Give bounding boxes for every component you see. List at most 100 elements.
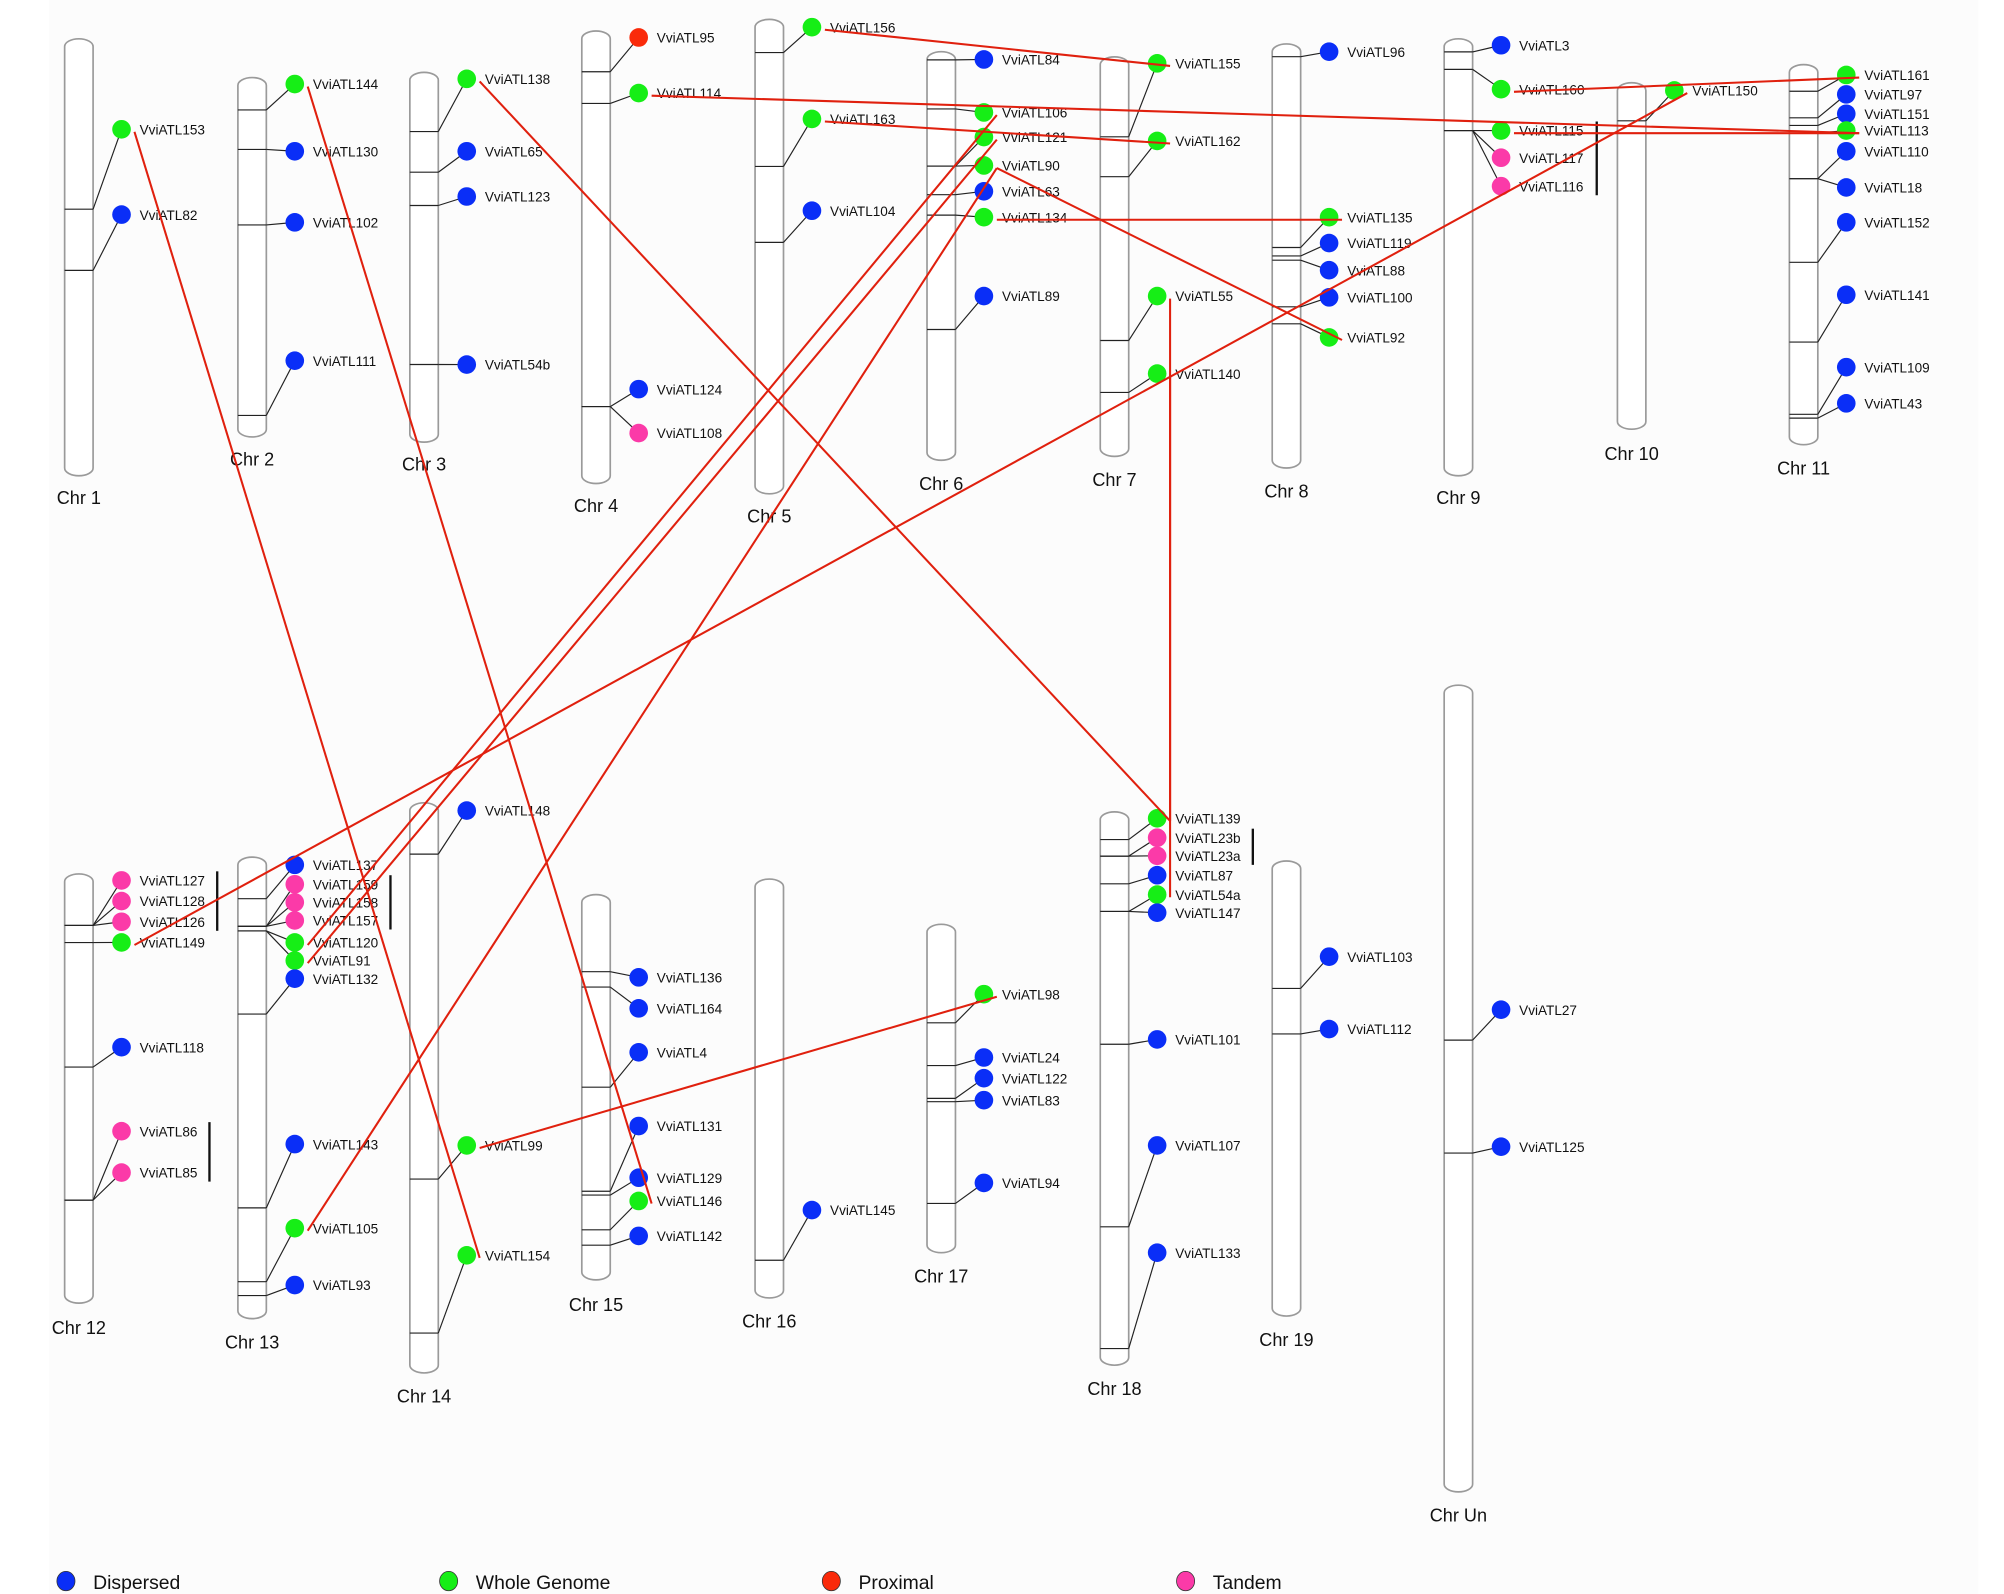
gene-marker-whole-genome — [1147, 286, 1167, 306]
gene-marker-dispersed — [974, 1173, 994, 1193]
gene-vviatl142: VviATL142 — [581, 1226, 722, 1246]
gene-marker-tandem — [1147, 846, 1167, 866]
legend-item-whole-genome: Whole Genome — [439, 1570, 610, 1594]
gene-leader-line — [609, 1125, 640, 1192]
gene-vviatl133: VviATL133 — [1100, 1243, 1241, 1350]
duplication-link-vviatl160-vviatl161 — [1513, 76, 1860, 93]
gene-label: VviATL143 — [313, 1137, 378, 1152]
gene-vviatl140: VviATL140 — [1100, 364, 1241, 394]
chromosome-label: Chr 4 — [574, 496, 618, 516]
gene-label: VviATL118 — [140, 1040, 204, 1055]
gene-vviatl106: VviATL106 — [927, 103, 1067, 122]
gene-marker-whole-genome — [1491, 79, 1511, 99]
legend-dot-tandem — [1176, 1570, 1196, 1592]
gene-marker-whole-genome — [1147, 885, 1167, 904]
gene-vviatl129: VviATL129 — [581, 1168, 722, 1196]
gene-vviatl24: VviATL24 — [927, 1048, 1060, 1067]
gene-label: VviATL108 — [657, 426, 722, 441]
gene-marker-dispersed — [1836, 85, 1856, 104]
gene-label: VviATL136 — [657, 971, 722, 986]
gene-marker-whole-genome — [629, 83, 649, 103]
gene-marker-whole-genome — [802, 109, 822, 129]
gene-label: VviATL154 — [485, 1248, 551, 1263]
gene-marker-whole-genome — [1147, 364, 1167, 383]
duplication-link-vviatl144-vviatl146 — [306, 86, 653, 1204]
chromosome-bar — [1271, 860, 1302, 1317]
chromosome-chr-6: Chr 6VviATL84VviATL106VviATL121VviATL90V… — [919, 50, 1068, 494]
gene-vviatl55: VviATL55 — [1100, 286, 1233, 342]
gene-marker-dispersed — [285, 351, 305, 370]
gene-label: VviATL83 — [1002, 1093, 1060, 1108]
gene-vviatl134: VviATL134 — [927, 207, 1068, 227]
gene-marker-dispersed — [1836, 104, 1856, 124]
gene-label: VviATL115 — [1519, 124, 1583, 139]
gene-marker-whole-genome — [457, 69, 477, 89]
gene-label: VviATL113 — [1864, 124, 1928, 139]
gene-vviatl136: VviATL136 — [581, 968, 722, 987]
chromosome-label: Chr 18 — [1087, 1379, 1141, 1399]
gene-label: VviATL151 — [1864, 107, 1929, 122]
gene-marker-dispersed — [802, 1200, 822, 1220]
gene-vviatl138: VviATL138 — [409, 69, 550, 133]
gene-vviatl113: VviATL113 — [1789, 121, 1929, 140]
gene-vviatl144: VviATL144 — [237, 74, 379, 111]
duplication-link-layer — [133, 28, 1860, 1259]
gene-vviatl108: VviATL108 — [581, 405, 722, 443]
gene-vviatl132: VviATL132 — [237, 969, 378, 1015]
gene-marker-whole-genome — [285, 74, 305, 94]
gene-marker-tandem — [112, 871, 131, 890]
gene-marker-tandem — [112, 891, 131, 911]
gene-vviatl145: VviATL145 — [755, 1200, 895, 1261]
gene-marker-dispersed — [629, 1043, 649, 1062]
duplication-link-vviatl114-vviatl113 — [651, 94, 1860, 135]
gene-marker-dispersed — [1836, 285, 1856, 305]
gene-marker-dispersed — [629, 379, 649, 399]
duplication-link-vviatl90-vviatl92 — [996, 167, 1343, 341]
chromosome-label: Chr 9 — [1436, 488, 1480, 508]
gene-vviatl124: VviATL124 — [581, 379, 723, 408]
chromosome-bar — [409, 801, 440, 1374]
gene-vviatl65: VviATL65 — [409, 141, 543, 173]
gene-marker-whole-genome — [1319, 207, 1339, 227]
chromosome-bar — [1099, 811, 1130, 1367]
gene-label: VviATL124 — [657, 382, 723, 397]
gene-vviatl95: VviATL95 — [581, 28, 715, 73]
gene-label: VviATL125 — [1519, 1140, 1584, 1155]
gene-marker-dispersed — [1319, 233, 1339, 253]
gene-label: VviATL95 — [657, 31, 715, 46]
chromosome-bar — [237, 856, 268, 1320]
gene-marker-dispersed — [629, 999, 649, 1018]
gene-label: VviATL104 — [830, 204, 896, 219]
gene-label: VviATL138 — [485, 72, 550, 87]
gene-marker-dispersed — [1491, 1137, 1511, 1157]
gene-leader-line — [1128, 1252, 1158, 1349]
chromosome-bar — [409, 71, 440, 443]
gene-label: VviATL120 — [313, 936, 379, 951]
chromosome-label: Chr 2 — [230, 449, 274, 469]
gene-vviatl112: VviATL112 — [1272, 1019, 1412, 1039]
gene-label: VviATL155 — [1175, 57, 1240, 72]
gene-marker-dispersed — [1319, 288, 1339, 307]
gene-label: VviATL63 — [1002, 185, 1060, 200]
gene-label: VviATL55 — [1175, 289, 1233, 304]
gene-vviatl105: VviATL105 — [237, 1218, 378, 1283]
gene-marker-tandem — [112, 912, 131, 932]
chromosome-label: Chr 5 — [747, 506, 791, 526]
gene-label: VviATL23a — [1175, 849, 1241, 864]
gene-vviatl92: VviATL92 — [1272, 323, 1405, 347]
gene-label: VviATL65 — [485, 144, 543, 159]
gene-marker-dispersed — [1319, 947, 1339, 966]
gene-vviatl155: VviATL155 — [1100, 54, 1241, 138]
legend: Dispersed Whole Genome Proximal Tandem — [56, 1570, 1282, 1594]
gene-leader-line — [265, 360, 296, 416]
gene-label: VviATL135 — [1347, 210, 1412, 225]
gene-label: VviATL130 — [313, 144, 379, 159]
gene-vviatl111: VviATL111 — [237, 351, 376, 416]
gene-vviatl107: VviATL107 — [1100, 1136, 1241, 1228]
gene-vviatl93: VviATL93 — [237, 1275, 371, 1297]
legend-label-proximal: Proximal — [858, 1572, 933, 1594]
gene-marker-dispersed — [112, 1037, 131, 1057]
